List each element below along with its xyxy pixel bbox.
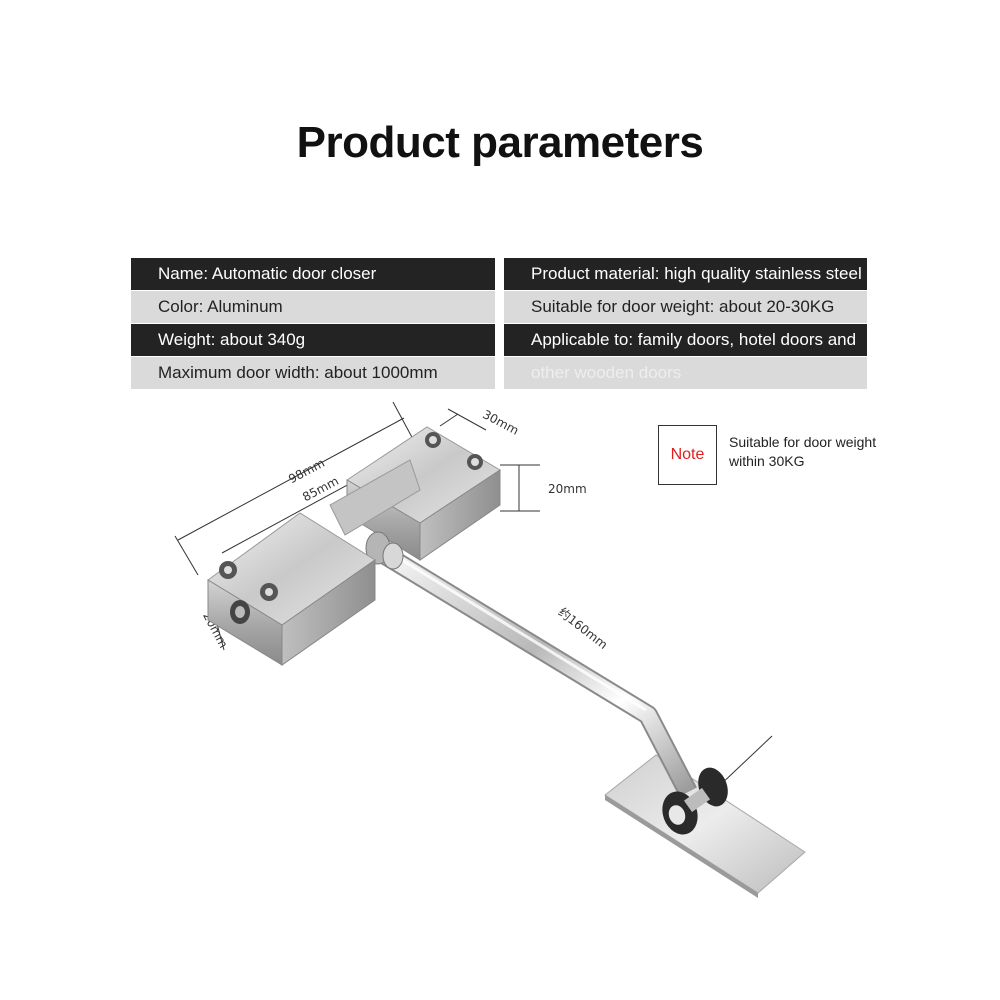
spec-applicable-cont: other wooden doors (504, 357, 867, 389)
spec-material: Product material: high quality stainless… (504, 258, 867, 290)
spec-color: Color: Aluminum (131, 291, 495, 323)
note-label: Note (670, 446, 705, 463)
dim-height: 20mm (548, 482, 587, 496)
front-block (207, 512, 376, 666)
spec-door-weight: Suitable for door weight: about 20-30KG (504, 291, 867, 323)
arm-rod (376, 544, 697, 797)
spec-row: Color: Aluminum Suitable for door weight… (131, 291, 867, 323)
cylinder (329, 459, 421, 570)
spec-max-width: Maximum door width: about 1000mm (131, 357, 495, 389)
spec-row: Maximum door width: about 1000mm other w… (131, 357, 867, 389)
spec-row: Name: Automatic door closer Product mate… (131, 258, 867, 290)
spec-name: Name: Automatic door closer (131, 258, 495, 290)
spec-weight: Weight: about 340g (131, 324, 495, 356)
spec-row: Weight: about 340g Applicable to: family… (131, 324, 867, 356)
note-text: Suitable for door weight within 30KG (729, 434, 877, 469)
note-box: Note (658, 425, 717, 485)
dim-arm-length: 约160mm (556, 604, 611, 652)
roller (662, 767, 728, 835)
dim-depth: 30mm (480, 407, 521, 438)
spec-table: Name: Automatic door closer Product mate… (131, 258, 867, 390)
spec-applicable: Applicable to: family doors, hotel doors… (504, 324, 867, 356)
page-title: Product parameters (296, 118, 704, 167)
mounting-plate (604, 754, 806, 898)
